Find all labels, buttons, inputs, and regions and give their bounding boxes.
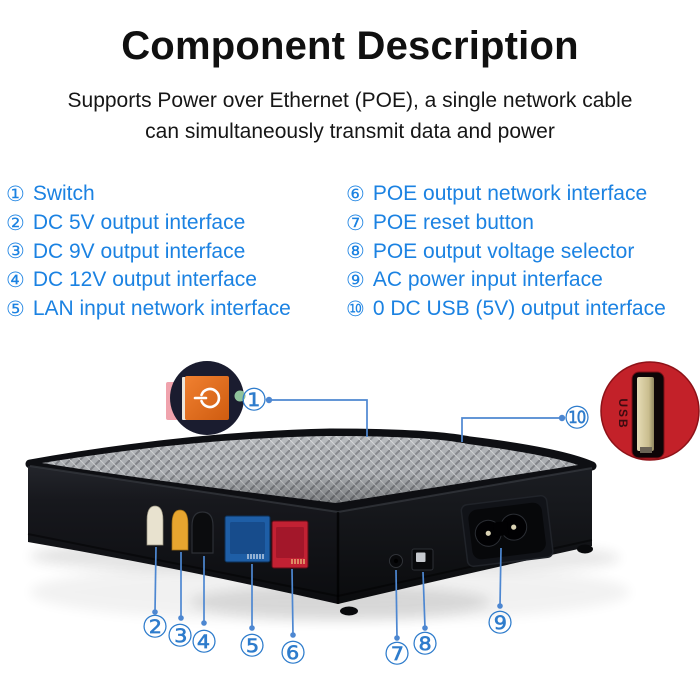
list-item-voltage-selector: ⑧ POE output voltage selector — [346, 237, 666, 266]
list-num-7: ⑦ — [346, 211, 365, 235]
callout-8: ⑧ — [411, 626, 439, 662]
list-label-6: POE output network interface — [372, 182, 648, 206]
usb-connector-step — [640, 447, 652, 453]
list-num-9: ⑨ — [346, 268, 365, 292]
list-num-5: ⑤ — [6, 297, 25, 321]
list-item-dc9v: ③ DC 9V output interface — [6, 237, 291, 266]
device-foot — [577, 544, 593, 554]
list-item-lan: ⑤ LAN input network interface — [6, 295, 291, 324]
list-num-6: ⑥ — [346, 182, 365, 206]
callout-7: ⑦ — [383, 636, 411, 672]
component-list-right: ⑥ POE output network interface ⑦ POE res… — [346, 180, 666, 323]
list-label-2: DC 5V output interface — [32, 211, 246, 235]
list-label-3: DC 9V output interface — [32, 239, 246, 263]
list-label-5: LAN input network interface — [32, 297, 291, 321]
list-num-10: ⑩ — [346, 297, 365, 321]
list-label-4: DC 12V output interface — [32, 268, 257, 292]
list-label-10: 0 DC USB (5V) output interface — [372, 297, 666, 321]
component-list-left: ① Switch ② DC 5V output interface ③ DC 9… — [6, 180, 291, 323]
dc-12v-port — [191, 511, 214, 554]
list-item-switch: ① Switch — [6, 180, 291, 209]
poe-reset-button — [389, 554, 403, 568]
callout-2: ② — [141, 609, 169, 645]
poe-device — [25, 428, 597, 616]
list-num-2: ② — [6, 211, 25, 235]
list-num-3: ③ — [6, 240, 25, 264]
green-led — [234, 390, 246, 402]
usb-inset — [600, 361, 700, 461]
callout-10: ⑩ — [563, 400, 591, 436]
callout-4: ④ — [190, 624, 218, 660]
subtitle-line-2: can simultaneously transmit data and pow… — [145, 120, 555, 143]
list-label-9: AC power input interface — [372, 268, 603, 292]
list-num-8: ⑧ — [346, 240, 365, 264]
callout-lines — [152, 396, 566, 641]
list-item-poe-reset: ⑦ POE reset button — [346, 209, 666, 238]
usb-port-label: USB — [616, 398, 630, 430]
device-top-shading — [42, 436, 578, 503]
ac-power-inlet — [460, 494, 554, 568]
dc-5v-port — [146, 505, 164, 546]
list-item-dc5v: ② DC 5V output interface — [6, 209, 291, 238]
list-num-4: ④ — [6, 268, 25, 292]
usb-connector — [637, 377, 654, 451]
list-item-poe-out: ⑥ POE output network interface — [346, 180, 666, 209]
lan-input-port — [224, 515, 271, 563]
list-num-1: ① — [6, 182, 25, 206]
callout-6: ⑥ — [279, 635, 307, 671]
list-item-usb-out: ⑩ 0 DC USB (5V) output interface — [346, 295, 666, 324]
list-label-8: POE output voltage selector — [372, 239, 635, 263]
list-item-dc12v: ④ DC 12V output interface — [6, 266, 291, 295]
poe-output-port — [271, 520, 309, 569]
power-switch-inset — [166, 361, 246, 435]
callout-3: ③ — [166, 618, 194, 654]
voltage-selector-switch — [411, 548, 434, 571]
dc-9v-port — [171, 509, 189, 551]
subtitle: Supports Power over Ethernet (POE), a si… — [0, 85, 700, 147]
list-item-ac-input: ⑨ AC power input interface — [346, 266, 666, 295]
device-foot — [340, 606, 358, 616]
list-label-7: POE reset button — [372, 211, 534, 235]
subtitle-line-1: Supports Power over Ethernet (POE), a si… — [67, 89, 633, 112]
callout-5: ⑤ — [238, 628, 266, 664]
callout-9: ⑨ — [486, 605, 514, 641]
list-label-1: Switch — [32, 182, 95, 206]
page-title: Component Description — [121, 24, 579, 68]
callout-1: ① — [240, 382, 268, 418]
power-icon — [193, 387, 221, 409]
